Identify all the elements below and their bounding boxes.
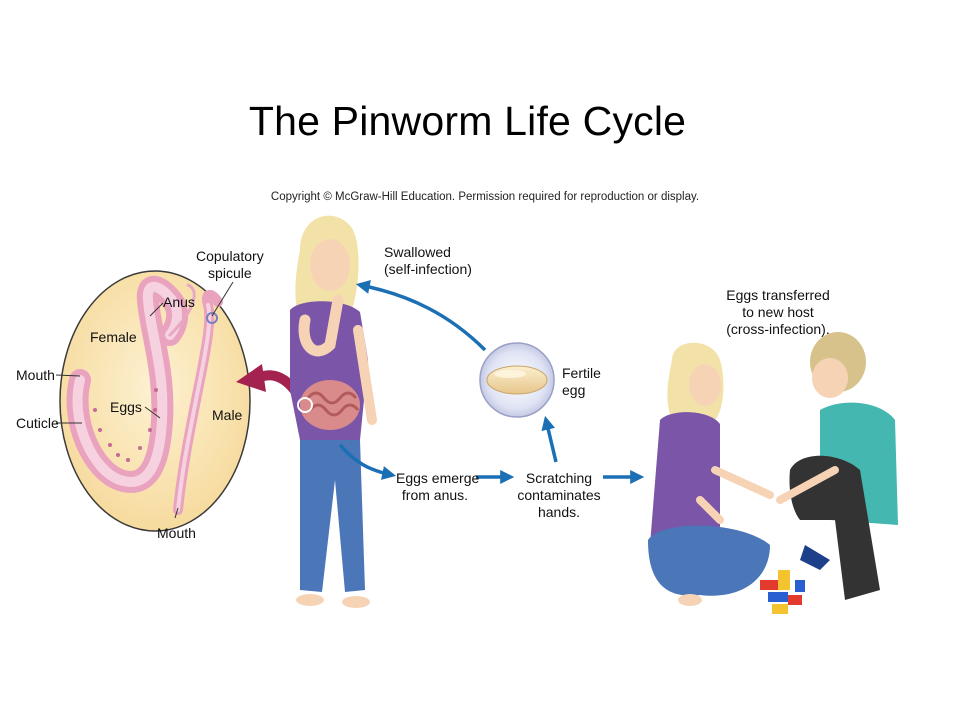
transfer-line2: to new host <box>742 304 814 320</box>
swallowed-arrow <box>355 280 487 352</box>
copyright-notice: Copyright © McGraw-Hill Education. Permi… <box>270 191 700 203</box>
emerge-line1: Eggs emerge <box>396 470 480 486</box>
transfer-line1: Eggs transferred <box>726 287 830 303</box>
fertile-line2: egg <box>562 382 586 398</box>
swallowed-line1: Swallowed <box>384 244 451 260</box>
anus-label: Anus <box>163 294 195 310</box>
fertile-line1: Fertile <box>562 365 601 381</box>
male-label: Male <box>212 407 243 423</box>
slide-title: The Pinworm Life Cycle <box>248 98 687 144</box>
mouth-left-label: Mouth <box>16 367 55 383</box>
eggs-label: Eggs <box>110 399 142 415</box>
fertile-egg <box>479 342 555 418</box>
scratch-line2: contaminates <box>517 487 601 503</box>
fertile-egg-label: Fertile egg <box>562 365 601 399</box>
female-label: Female <box>90 329 137 345</box>
worm-inset-circle <box>55 270 251 532</box>
to-egg-arrow <box>541 415 558 463</box>
scratch-line3: hands. <box>537 504 581 520</box>
emerge-arrow <box>338 443 397 480</box>
copulatory-spicule-label: Copulatory spicule <box>196 248 264 282</box>
swallowed-label: Swallowed (self-infection) <box>384 244 472 278</box>
eggs-transferred-label: Eggs transferred to new host (cross-infe… <box>720 287 836 338</box>
children-playing <box>648 332 898 614</box>
eggs-emerge-label: Eggs emerge from anus. <box>396 470 480 504</box>
cuticle-label: Cuticle <box>16 415 59 431</box>
scratch-line1: Scratching <box>525 470 593 486</box>
swallowed-line2: (self-infection) <box>384 261 472 277</box>
copulatory-spicule-line1: Copulatory <box>196 248 264 264</box>
emerge-line2: from anus. <box>401 487 469 503</box>
scratching-label: Scratching contaminates hands. <box>516 470 602 521</box>
mouth-bottom-label: Mouth <box>157 525 196 541</box>
cycle-arrows <box>338 280 645 484</box>
transfer-line3: (cross-infection). <box>726 321 830 337</box>
copulatory-spicule-line2: spicule <box>208 265 252 281</box>
girl-standing <box>290 215 377 608</box>
